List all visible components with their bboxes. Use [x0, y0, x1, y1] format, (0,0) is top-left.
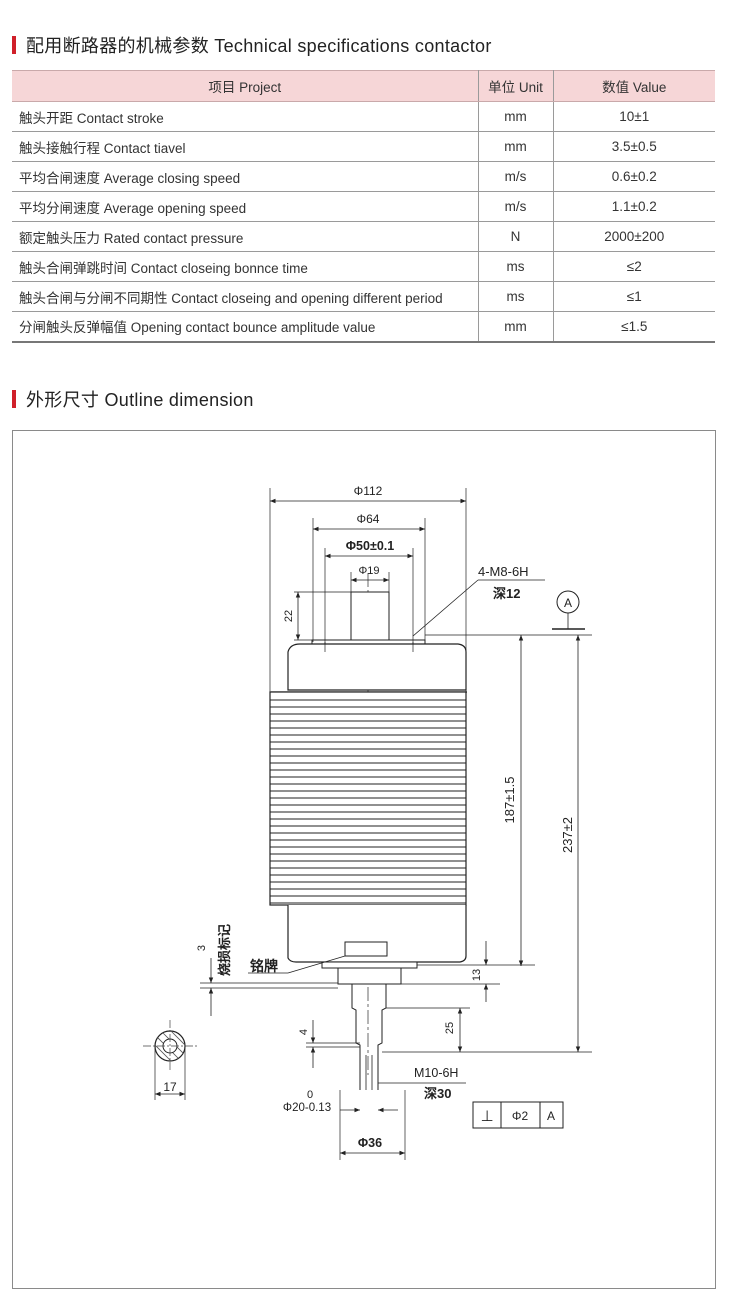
row-unit: ms — [478, 281, 554, 312]
dim-d36: Φ36 — [358, 1136, 382, 1150]
row-unit: N — [478, 221, 554, 252]
thread-top-label: 4-M8-6H — [478, 564, 529, 579]
tol-datum: A — [547, 1109, 555, 1123]
outline-section-title: 外形尺寸 Outline dimension — [12, 386, 254, 412]
row-item: 触头接触行程 Contact tiavel — [12, 131, 479, 162]
tol-value: Φ2 — [512, 1109, 529, 1123]
row-unit: mm — [478, 311, 554, 343]
specs-table: 项目 Project 单位 Unit 数值 Value 触头开距 Contact… — [12, 70, 715, 343]
row-item: 额定触头压力 Rated contact pressure — [12, 221, 479, 252]
title-marker — [12, 390, 16, 408]
bellows-ribs — [270, 699, 466, 904]
row-value: 3.5±0.5 — [553, 131, 715, 162]
row-unit: m/s — [478, 191, 554, 222]
row-value: 1.1±0.2 — [553, 191, 715, 222]
row-unit: ms — [478, 251, 554, 282]
row-item: 触头合闸弹跳时间 Contact closeing bonnce time — [12, 251, 479, 282]
dim-h187: 187±1.5 — [502, 777, 517, 824]
dim-d112: Φ112 — [354, 484, 383, 498]
dim-h237: 237±2 — [560, 817, 575, 853]
rod-thread — [359, 1055, 379, 1090]
tol-upper: 0 — [307, 1089, 313, 1101]
bellows-body — [269, 691, 467, 906]
table-header-row: 项目 Project 单位 Unit 数值 Value — [12, 70, 715, 102]
outline-title-text: 外形尺寸 Outline dimension — [26, 390, 254, 410]
drawing-frame — [12, 430, 716, 1289]
dim-d20: Φ20-0.13 — [283, 1102, 331, 1114]
row-item: 触头开距 Contact stroke — [12, 101, 479, 132]
section-view: 17 — [143, 1020, 197, 1100]
datum-a-label: A — [564, 596, 572, 610]
row-item: 触头合闸与分闸不同期性 Contact closeing and opening… — [12, 281, 479, 312]
moving-rod — [351, 983, 387, 1090]
dim-h22: 22 — [283, 610, 295, 622]
tol-perpendicular-symbol: ⊥ — [480, 1108, 493, 1125]
guide-sleeve — [337, 967, 402, 985]
header-item: 项目 Project — [12, 70, 479, 102]
row-item: 平均合闸速度 Average closing speed — [12, 161, 479, 192]
row-value: 10±1 — [553, 101, 715, 132]
outline-drawing: Φ112 Φ64 Φ50±0.1 Φ19 22 4-M8-6H 深12 A 18… — [143, 484, 592, 1160]
row-value: 0.6±0.2 — [553, 161, 715, 192]
bottom-flange — [321, 961, 418, 969]
thread-top-depth: 深12 — [493, 586, 520, 601]
row-unit: m/s — [478, 161, 554, 192]
table-row: 触头合闸与分闸不同期性 Contact closeing and opening… — [12, 281, 715, 312]
header-value: 数值 Value — [553, 70, 715, 102]
specs-title-text: 配用断路器的机械参数 Technical specifications cont… — [26, 36, 492, 56]
dim-h3: 3 — [196, 945, 208, 951]
thread-bottom-label: M10-6H — [414, 1066, 458, 1080]
thread-bottom-depth: 深30 — [424, 1086, 451, 1101]
dim-section-17: 17 — [163, 1080, 177, 1094]
top-terminal — [350, 591, 390, 641]
row-unit: mm — [478, 101, 554, 132]
table-row: 分闸触头反弹幅值 Opening contact bounce amplitud… — [12, 311, 715, 343]
dim-d19: Φ19 — [358, 565, 379, 577]
row-value: ≤1 — [553, 281, 715, 312]
dim-h4: 4 — [298, 1029, 310, 1035]
row-unit: mm — [478, 131, 554, 162]
top-cap — [287, 643, 467, 691]
header-unit: 单位 Unit — [478, 70, 554, 102]
dim-d50: Φ50±0.1 — [346, 539, 394, 553]
row-value: 2000±200 — [553, 221, 715, 252]
dim-h25: 25 — [444, 1022, 456, 1034]
row-value: ≤1.5 — [553, 311, 715, 343]
wear-mark-label: 烧损标记 — [217, 924, 232, 976]
title-marker — [12, 36, 16, 54]
tolerance-frame — [472, 1101, 564, 1129]
nameplate-plate — [344, 941, 388, 957]
row-item: 分闸触头反弹幅值 Opening contact bounce amplitud… — [12, 311, 479, 343]
specs-section-title: 配用断路器的机械参数 Technical specifications cont… — [12, 32, 492, 58]
dim-d64: Φ64 — [357, 512, 380, 526]
nameplate-label: 铭牌 — [250, 958, 278, 974]
row-item: 平均分闸速度 Average opening speed — [12, 191, 479, 222]
row-value: ≤2 — [553, 251, 715, 282]
dim-h13: 13 — [471, 969, 483, 981]
